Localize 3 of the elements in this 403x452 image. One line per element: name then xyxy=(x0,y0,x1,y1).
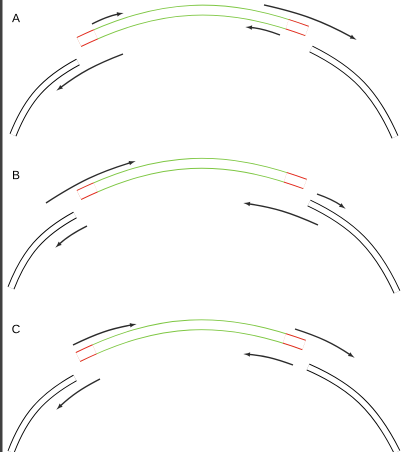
panel-letter: A xyxy=(12,14,20,22)
panel-letter: C xyxy=(12,324,20,334)
panel-letter: B xyxy=(13,170,20,180)
